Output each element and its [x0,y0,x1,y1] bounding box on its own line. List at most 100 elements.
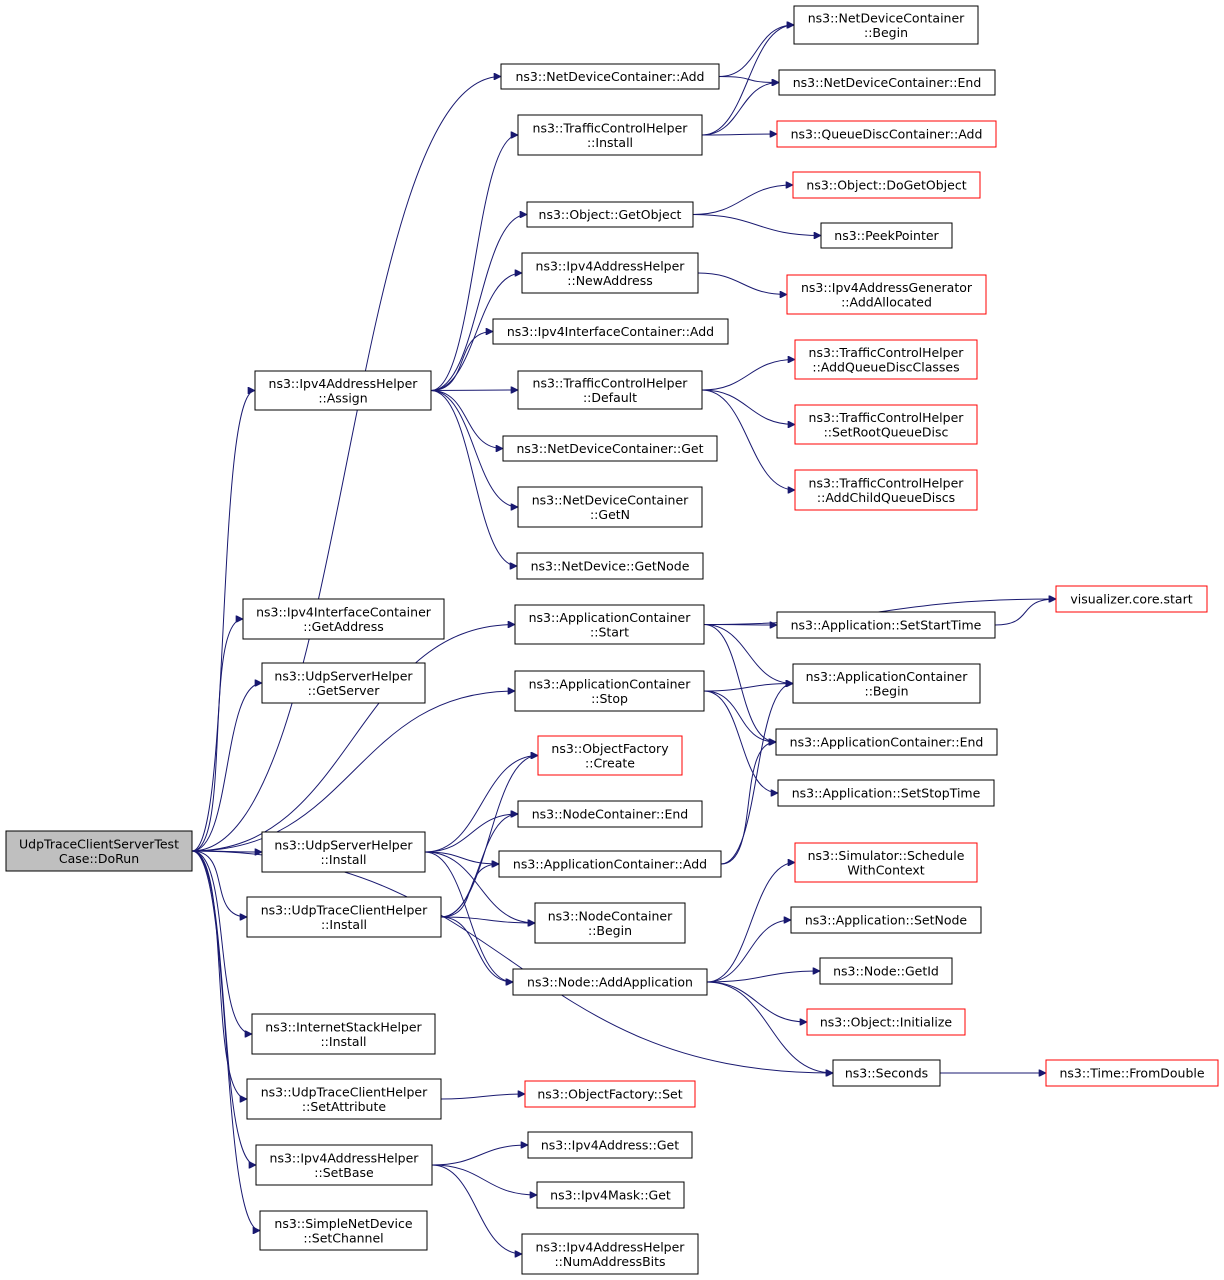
node-nc_begin-box[interactable] [534,902,686,944]
node-ndc_begin[interactable]: ns3::NetDeviceContainer::Begin [793,5,979,45]
node-app_setnode[interactable]: ns3::Application::SetNode [790,906,982,934]
node-app_setnode-box[interactable] [790,906,982,934]
node-appc_add[interactable]: ns3::ApplicationContainer::Add [498,850,722,878]
node-appc_start[interactable]: ns3::ApplicationContainer::Start [514,604,705,645]
node-ipv4ah_newaddress[interactable]: ns3::Ipv4AddressHelper::NewAddress [521,252,699,294]
node-ipv4mask_get-box[interactable] [536,1181,685,1209]
node-node_addapp[interactable]: ns3::Node::AddApplication [512,968,708,996]
node-udptch_install[interactable]: ns3::UdpTraceClientHelper::Install [246,896,442,938]
node-vis_start-box[interactable] [1055,585,1208,613]
node-ndc_begin-box[interactable] [793,5,979,45]
node-udptch_setattr[interactable]: ns3::UdpTraceClientHelper::SetAttribute [246,1078,442,1120]
node-sim_schedule-box[interactable] [794,842,978,883]
node-tch_install-box[interactable] [517,114,703,156]
node-tch_addchild[interactable]: ns3::TrafficControlHelper::AddChildQueue… [794,469,978,511]
node-obj_getobject[interactable]: ns3::Object::GetObject [526,201,694,228]
node-tch_default-box[interactable] [517,370,703,410]
node-appc_end[interactable]: ns3::ApplicationContainer::End [775,728,998,756]
node-of_set[interactable]: ns3::ObjectFactory::Set [524,1080,696,1108]
node-app_setstarttime-box[interactable] [776,611,996,639]
node-nd_getnode-box[interactable] [516,552,704,580]
node-obj_initialize[interactable]: ns3::Object::Initialize [806,1008,966,1036]
node-ndc_get[interactable]: ns3::NetDeviceContainer::Get [502,435,718,462]
node-time_fromdouble-box[interactable] [1045,1059,1219,1087]
node-obj_initialize-box[interactable] [806,1008,966,1036]
node-qdc_add-box[interactable] [776,120,997,148]
node-tch_setroot[interactable]: ns3::TrafficControlHelper::SetRootQueueD… [794,404,978,445]
node-tch_setroot-box[interactable] [794,404,978,445]
node-ipv4ah_numaddrbits-box[interactable] [521,1233,699,1275]
node-tch_addchild-box[interactable] [794,469,978,511]
node-snd_setchannel-box[interactable] [259,1210,428,1251]
node-root-box[interactable] [5,830,193,872]
node-appc_begin-box[interactable] [792,663,981,704]
node-ish_install[interactable]: ns3::InternetStackHelper::Install [251,1013,436,1055]
node-qdc_add[interactable]: ns3::QueueDiscContainer::Add [776,120,997,148]
node-tch_addqdc-box[interactable] [794,339,978,380]
node-appc_stop-box[interactable] [514,670,705,712]
node-tch_install[interactable]: ns3::TrafficControlHelper::Install [517,114,703,156]
node-ipv4ag_addallocated-box[interactable] [786,274,987,315]
node-ipv4mask_get[interactable]: ns3::Ipv4Mask::Get [536,1181,685,1209]
node-ipv4ic_getaddress[interactable]: ns3::Ipv4InterfaceContainer::GetAddress [242,598,445,640]
node-appc_add-box[interactable] [498,850,722,878]
node-ndc_add[interactable]: ns3::NetDeviceContainer::Add [500,63,720,90]
node-ipv4ic_add[interactable]: ns3::Ipv4InterfaceContainer::Add [492,318,729,345]
node-of_set-box[interactable] [524,1080,696,1108]
node-seconds-box[interactable] [832,1059,941,1087]
node-app_setstoptime-box[interactable] [777,779,995,807]
node-ndc_getn-box[interactable] [517,486,703,528]
node-of_create-box[interactable] [537,735,683,776]
node-node_getid-box[interactable] [819,957,953,985]
node-udpsh_install[interactable]: ns3::UdpServerHelper::Install [261,831,426,873]
node-peekpointer[interactable]: ns3::PeekPointer [820,222,953,249]
node-app_setstoptime[interactable]: ns3::Application::SetStopTime [777,779,995,807]
node-snd_setchannel[interactable]: ns3::SimpleNetDevice::SetChannel [259,1210,428,1251]
node-ipv4ah_setbase[interactable]: ns3::Ipv4AddressHelper::SetBase [255,1144,433,1186]
node-obj_dogetobject-box[interactable] [792,171,981,199]
node-ipv4ah_assign[interactable]: ns3::Ipv4AddressHelper::Assign [254,370,432,411]
node-nc_end[interactable]: ns3::NodeContainer::End [517,800,703,828]
node-nc_begin[interactable]: ns3::NodeContainer::Begin [534,902,686,944]
node-node_addapp-box[interactable] [512,968,708,996]
node-ipv4addr_get-box[interactable] [527,1131,693,1159]
node-ipv4ah_setbase-box[interactable] [255,1144,433,1186]
node-ipv4ah_numaddrbits[interactable]: ns3::Ipv4AddressHelper::NumAddressBits [521,1233,699,1275]
node-vis_start[interactable]: visualizer.core.start [1055,585,1208,613]
node-tch_addqdc[interactable]: ns3::TrafficControlHelper::AddQueueDiscC… [794,339,978,380]
node-time_fromdouble[interactable]: ns3::Time::FromDouble [1045,1059,1219,1087]
node-nc_end-box[interactable] [517,800,703,828]
node-obj_dogetobject[interactable]: ns3::Object::DoGetObject [792,171,981,199]
node-udptch_install-box[interactable] [246,896,442,938]
node-ndc_get-box[interactable] [502,435,718,462]
node-udpsh_install-box[interactable] [261,831,426,873]
node-ndc_end[interactable]: ns3::NetDeviceContainer::End [778,69,996,96]
node-ipv4ah_assign-box[interactable] [254,370,432,411]
node-tch_default[interactable]: ns3::TrafficControlHelper::Default [517,370,703,410]
node-obj_getobject-box[interactable] [526,201,694,228]
node-ipv4ic_getaddress-box[interactable] [242,598,445,640]
node-udpsh_getserver-box[interactable] [261,662,426,704]
node-ipv4ah_newaddress-box[interactable] [521,252,699,294]
node-ipv4ic_add-box[interactable] [492,318,729,345]
node-seconds[interactable]: ns3::Seconds [832,1059,941,1087]
node-appc_end-box[interactable] [775,728,998,756]
node-udpsh_getserver[interactable]: ns3::UdpServerHelper::GetServer [261,662,426,704]
node-appc_stop[interactable]: ns3::ApplicationContainer::Stop [514,670,705,712]
node-peekpointer-box[interactable] [820,222,953,249]
node-ipv4addr_get[interactable]: ns3::Ipv4Address::Get [527,1131,693,1159]
node-ndc_getn[interactable]: ns3::NetDeviceContainer::GetN [517,486,703,528]
node-ish_install-box[interactable] [251,1013,436,1055]
node-ipv4ag_addallocated[interactable]: ns3::Ipv4AddressGenerator::AddAllocated [786,274,987,315]
node-node_getid[interactable]: ns3::Node::GetId [819,957,953,985]
node-app_setstarttime[interactable]: ns3::Application::SetStartTime [776,611,996,639]
node-of_create[interactable]: ns3::ObjectFactory::Create [537,735,683,776]
node-udptch_setattr-box[interactable] [246,1078,442,1120]
node-appc_begin[interactable]: ns3::ApplicationContainer::Begin [792,663,981,704]
node-appc_start-box[interactable] [514,604,705,645]
node-nd_getnode[interactable]: ns3::NetDevice::GetNode [516,552,704,580]
node-ndc_add-box[interactable] [500,63,720,90]
node-ndc_end-box[interactable] [778,69,996,96]
